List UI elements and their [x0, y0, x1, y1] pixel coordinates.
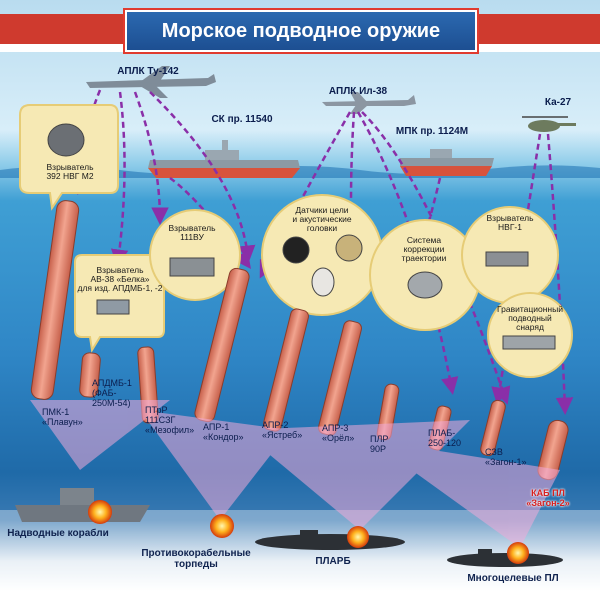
label-target-surface: Надводные корабли: [7, 528, 109, 539]
mpk1124m-ship: [400, 149, 494, 176]
weapon-apdmb1: [79, 352, 101, 398]
label-apr1: АПР-1 «Кондор»: [203, 422, 244, 442]
label-sk11540: СК пр. 11540: [211, 114, 273, 125]
il38-aircraft: [322, 92, 416, 114]
bubble-text-nvg1: Взрыватель НВГ-1: [486, 213, 534, 232]
label-tu142: АПЛК Ту-142: [117, 66, 179, 77]
bubble-text-correction: Система коррекции траектории: [401, 235, 447, 263]
bubble-fuze392: [19, 104, 119, 211]
tu142-aircraft: [86, 66, 216, 98]
label-mpk1124m: МПК пр. 1124М: [395, 126, 469, 137]
bubble-text-111vu: Взрыватель 111ВУ: [168, 223, 216, 242]
label-plab: ПЛАБ- 250-120: [428, 428, 462, 448]
title-banner: Морское подводное оружие: [125, 10, 477, 52]
target-surface-ship: [15, 488, 150, 522]
blast-3: [347, 526, 369, 548]
bubble-text-sensors: Датчики цели и акустические головки: [292, 205, 352, 233]
weapon-apr2: [263, 308, 309, 432]
label-target-multi: Многоцелевые ПЛ: [467, 573, 559, 584]
bubble-text-av38: Взрыватель АВ-38 «Белка» для изд. АПДМБ-…: [77, 265, 163, 293]
bubble-111vu: [149, 209, 241, 301]
bubble-devices: [47, 123, 556, 350]
weapon-szv: [480, 399, 506, 457]
bubble-gravity: [487, 292, 573, 378]
blast-4: [507, 542, 529, 564]
label-szv: СЗВ «Загон-1»: [485, 447, 527, 467]
label-ka27: Ка-27: [544, 97, 572, 108]
bubble-text-fuze392: Взрыватель 392 НВГ М2: [46, 162, 94, 181]
page-title: Морское подводное оружие: [161, 19, 441, 42]
weapon-apr3: [318, 320, 362, 436]
label-plr: ПЛР 90Р: [370, 434, 389, 454]
target-multi-sub: [447, 549, 563, 567]
ka27-helicopter: [522, 116, 576, 132]
label-apr3: АПР-3 «Орёл»: [322, 423, 355, 443]
blast-1: [88, 500, 112, 524]
bubble-text-gravity: Гравитационный подводный снаряд: [497, 304, 563, 332]
label-pmk1: ПМК-1 «Плавун»: [42, 407, 83, 427]
label-ptrr: ПТрР 111СЗГ «Мезофил»: [145, 405, 195, 435]
label-apr2: АПР-2 «Ястреб»: [262, 420, 303, 440]
weapon-pmk1: [30, 200, 80, 400]
sk11540-ship: [148, 140, 300, 178]
label-apdmb1: АПДМБ-1 (ФАБ- 250М-54): [92, 378, 132, 408]
label-target-plarb: ПЛАРБ: [315, 556, 351, 567]
blast-2: [210, 514, 234, 538]
label-target-torpedoes: Противокорабельные торпеды: [141, 548, 251, 570]
label-il38: АПЛК Ил-38: [328, 86, 388, 97]
label-kab: КАБ ПЛ «Загон-2»: [526, 488, 570, 508]
